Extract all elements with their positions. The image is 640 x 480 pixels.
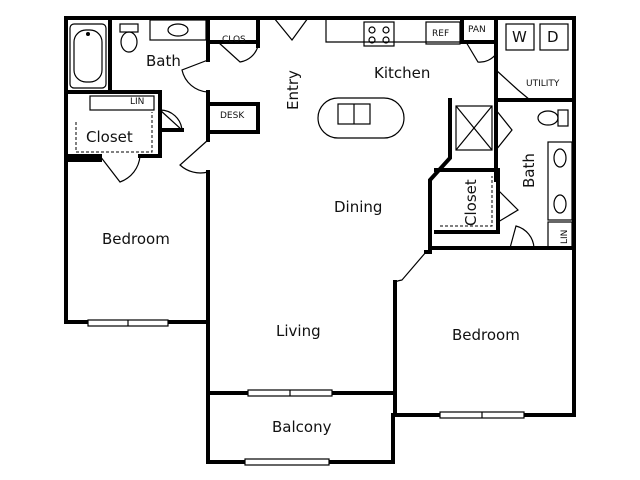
utility-label: UTILITY	[526, 79, 560, 89]
pan-label: PAN	[468, 25, 486, 35]
entry-label: Entry	[284, 70, 302, 110]
living-label: Living	[276, 322, 321, 340]
washer-label: W	[512, 28, 527, 46]
interior-walls	[64, 16, 576, 417]
windows	[87, 319, 525, 466]
desk-label: DESK	[220, 111, 245, 121]
bedroom2-label: Bedroom	[452, 326, 520, 344]
lin1-label: LIN	[130, 97, 144, 107]
room-labels: Bath Closet Bedroom CLOS DESK LIN Entry …	[86, 25, 570, 436]
doors	[99, 17, 535, 283]
balcony-label: Balcony	[272, 418, 332, 436]
closet1-label: Closet	[86, 128, 133, 146]
closet2-label: Closet	[462, 179, 480, 226]
bath2-label: Bath	[520, 153, 538, 188]
fixtures	[69, 18, 573, 249]
clos-label: CLOS	[222, 35, 246, 45]
bath1-label: Bath	[146, 52, 181, 70]
dining-label: Dining	[334, 198, 382, 216]
ref-label: REF	[432, 29, 449, 39]
dryer-label: D	[547, 28, 559, 46]
lin2-label: LIN	[560, 230, 570, 244]
bedroom1-label: Bedroom	[102, 230, 170, 248]
kitchen-label: Kitchen	[374, 64, 430, 82]
